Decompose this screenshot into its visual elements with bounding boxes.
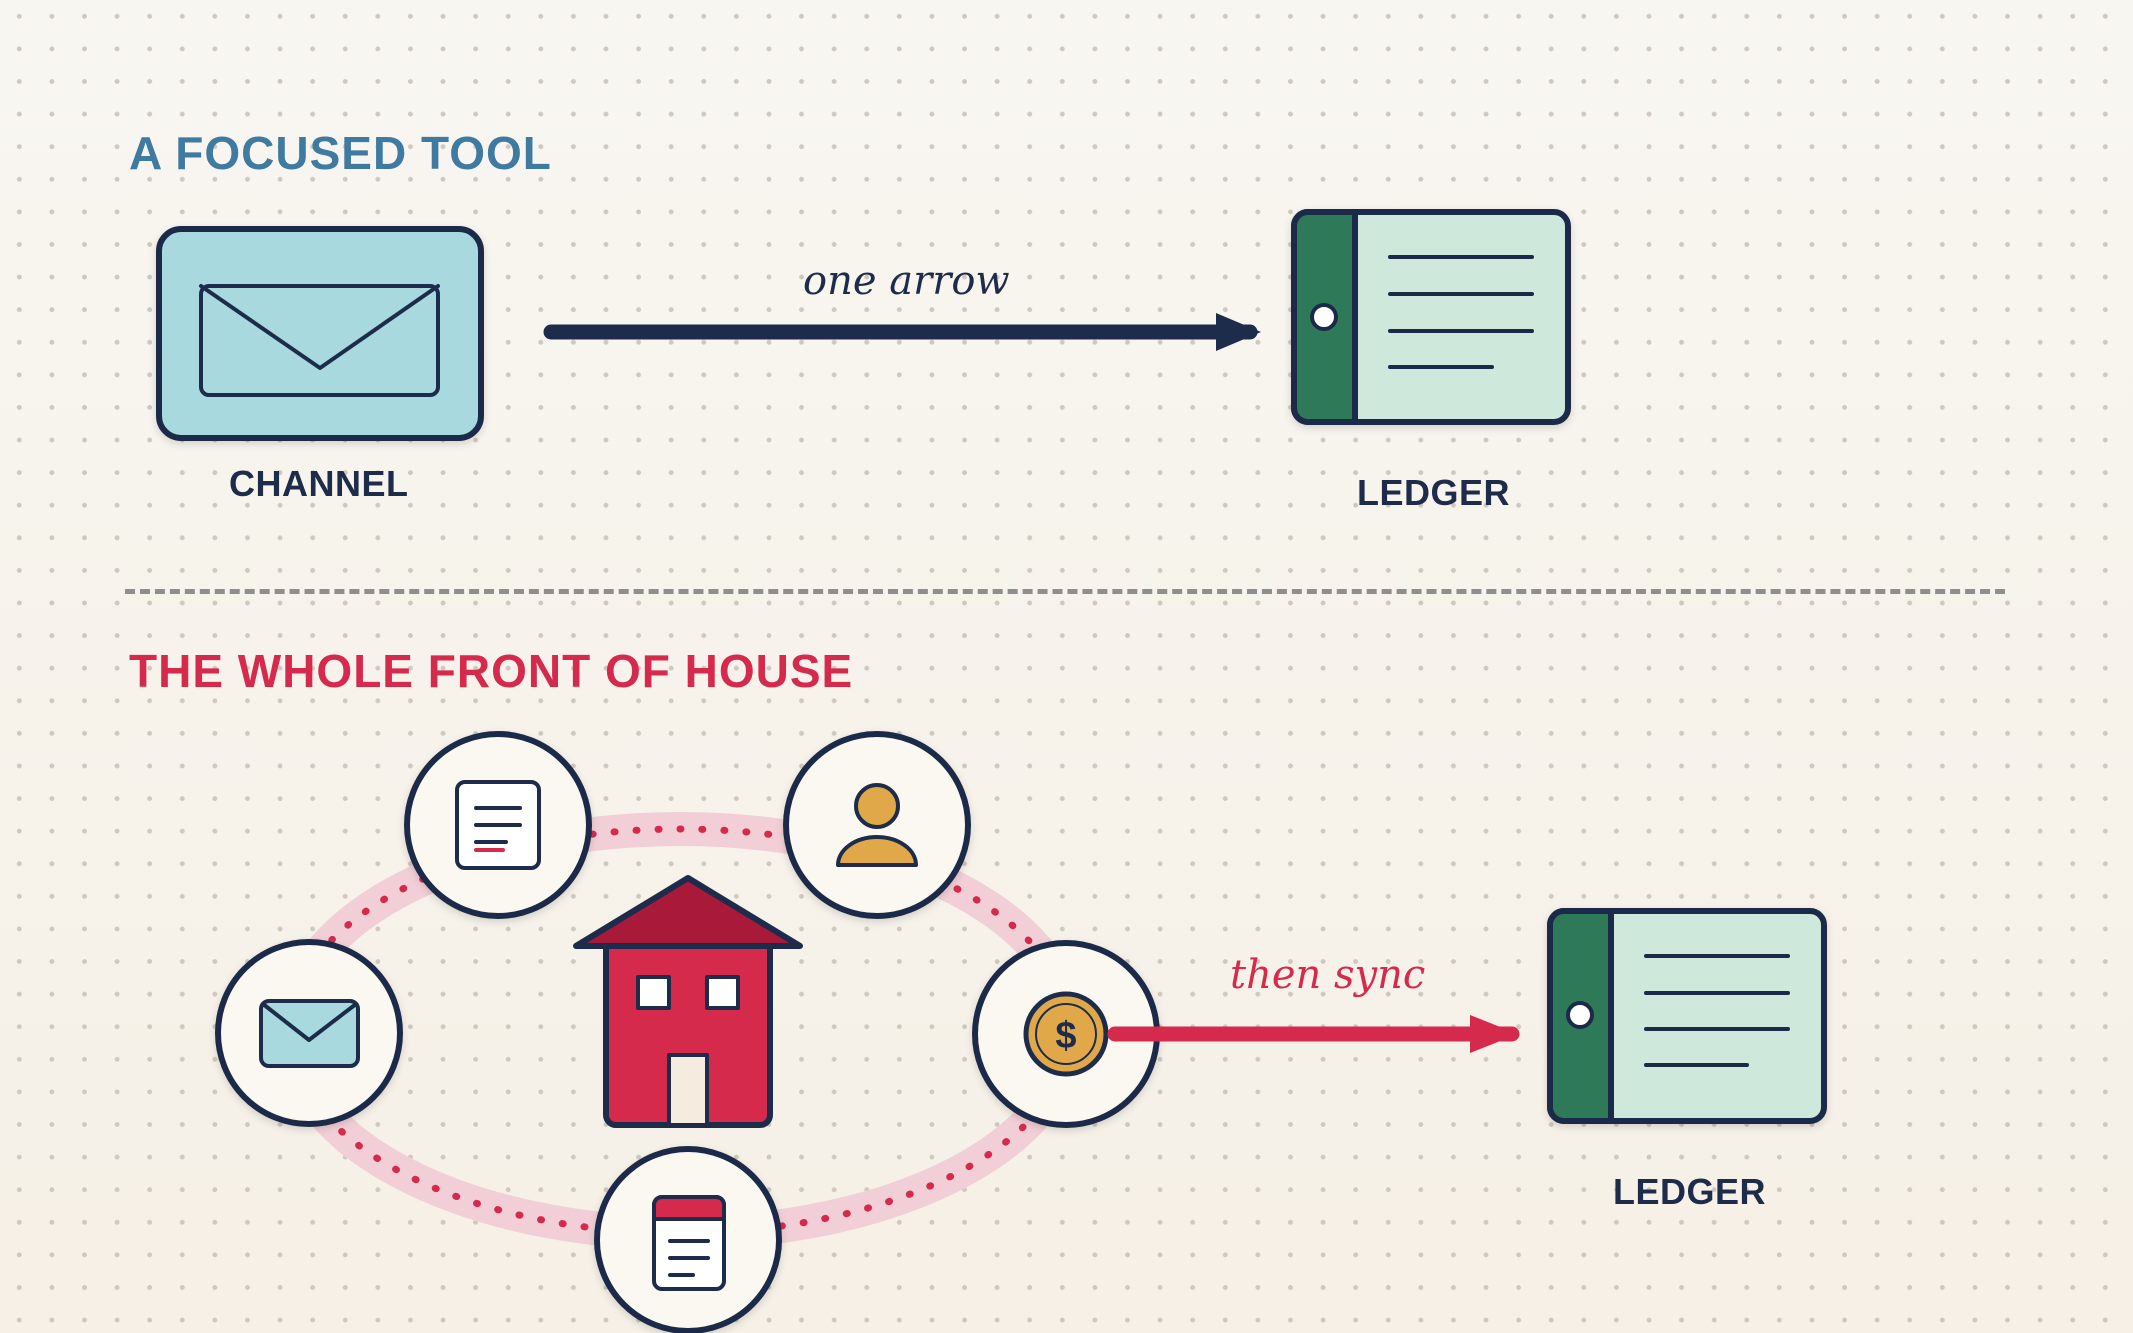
arrow-note-one: one arrow [803, 258, 1010, 304]
arrow-one [543, 313, 1261, 351]
arrow-note-sync: then sync [1230, 952, 1426, 998]
person-icon [836, 783, 918, 867]
coin-symbol: $ [1055, 1015, 1076, 1057]
coin-icon: $ [1023, 991, 1109, 1077]
channel-box [156, 226, 484, 441]
channel-label: CHANNEL [229, 463, 409, 504]
calendar-card-icon [652, 1195, 726, 1291]
section-title-focused: A FOCUSED TOOL [129, 127, 552, 179]
document-icon [455, 780, 541, 870]
house-icon [573, 875, 803, 1128]
arrow-sync [1107, 1015, 1520, 1053]
envelope-icon [199, 284, 440, 397]
ledger-icon-bottom [1547, 908, 1827, 1124]
ledger-label-bottom: LEDGER [1613, 1171, 1767, 1212]
section-title-front-of-house: THE WHOLE FRONT OF HOUSE [129, 645, 854, 697]
ledger-icon [1291, 209, 1571, 425]
section-divider [125, 589, 2005, 594]
envelope-small-icon [259, 999, 360, 1068]
ledger-label-top: LEDGER [1357, 472, 1511, 513]
